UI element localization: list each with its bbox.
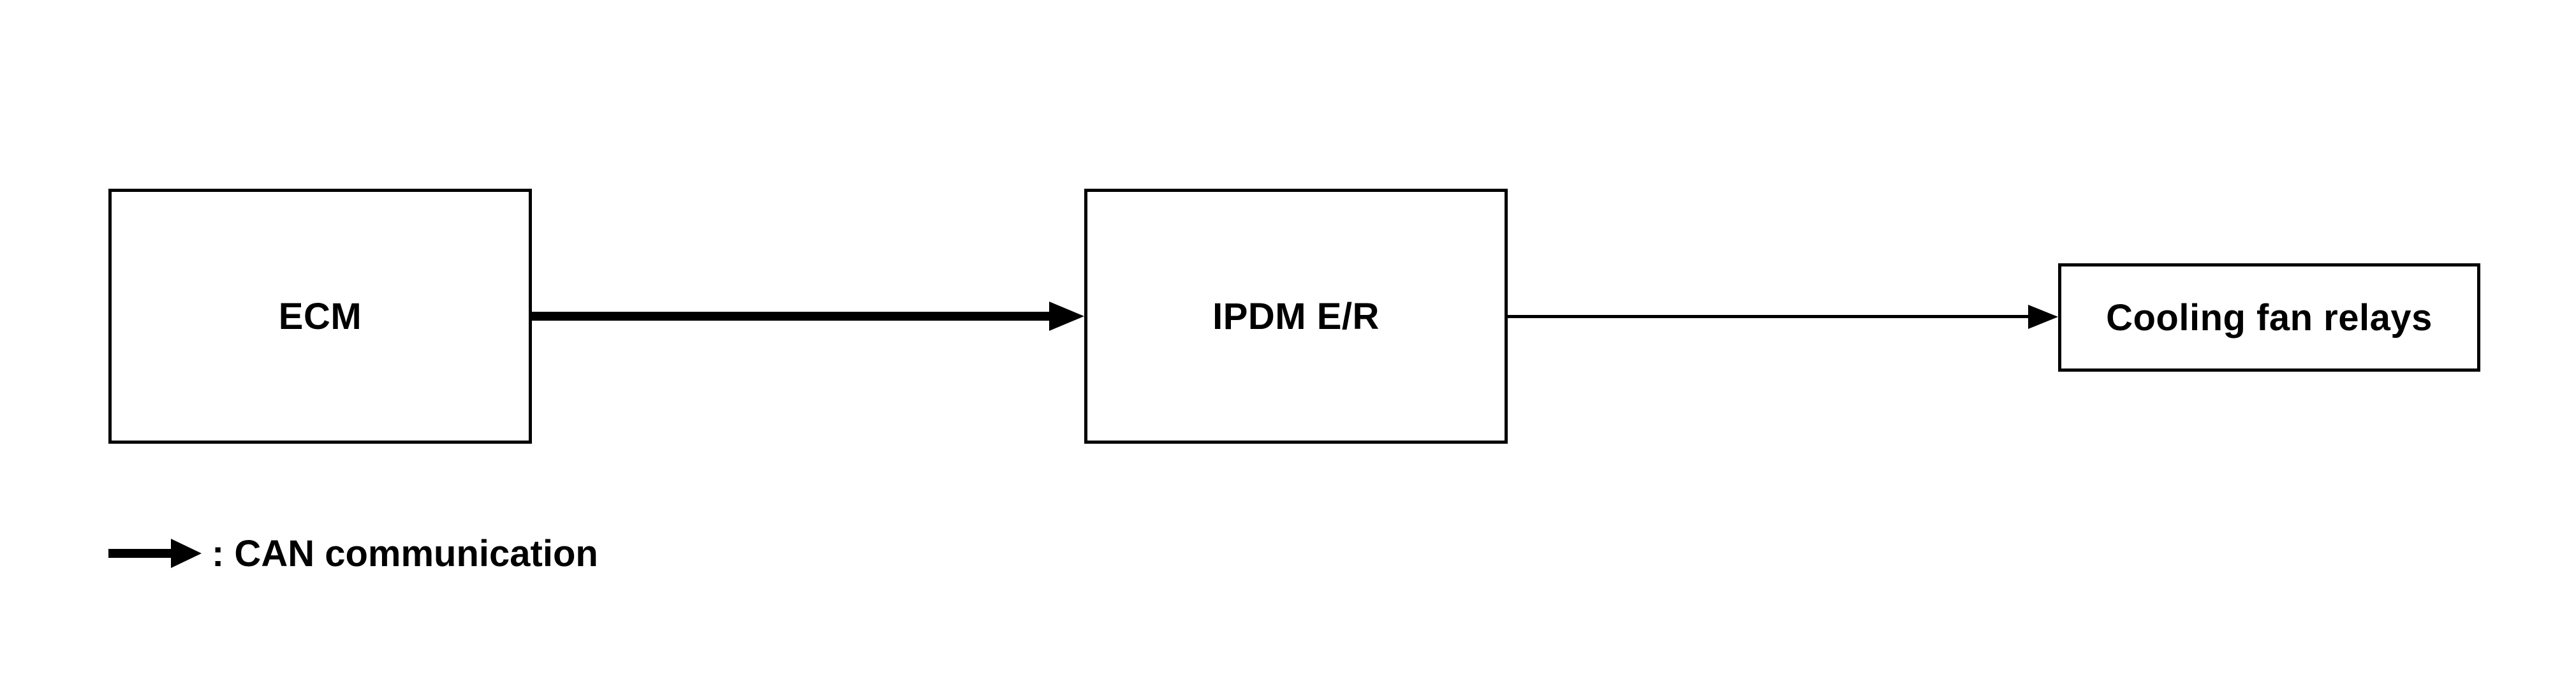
relay-arrow-head-icon (2028, 305, 2058, 329)
node-cooling-fan-relays-label: Cooling fan relays (2106, 296, 2432, 339)
legend: : CAN communication (108, 530, 598, 576)
legend-arrow-shaft (108, 549, 172, 558)
can-arrow-head-icon (1049, 302, 1084, 331)
node-cooling-fan-relays: Cooling fan relays (2058, 263, 2480, 372)
legend-label: : CAN communication (212, 532, 598, 574)
node-ipdm-er-label: IPDM E/R (1212, 295, 1380, 337)
node-ecm: ECM (108, 189, 532, 444)
relay-arrow-shaft (1508, 315, 2029, 318)
legend-thick-arrow-icon (108, 539, 202, 568)
legend-arrow-head-icon (171, 539, 202, 568)
node-ipdm-er: IPDM E/R (1084, 189, 1508, 444)
can-arrow-shaft (532, 312, 1050, 321)
node-ecm-label: ECM (278, 295, 362, 337)
